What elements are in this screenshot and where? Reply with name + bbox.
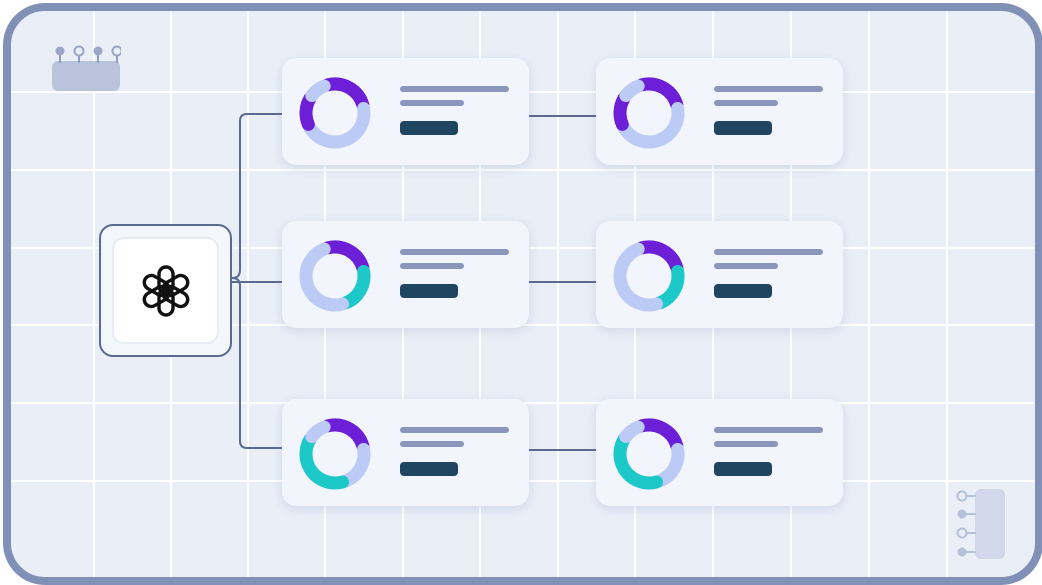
openai-logo-icon [142, 265, 190, 317]
card-status-pill [714, 121, 772, 135]
donut-segment-teal [653, 264, 685, 310]
model-card [282, 221, 529, 328]
hub-icon-tile [114, 239, 217, 342]
donut-segment-lavender [339, 442, 371, 488]
donut-segment-lavender [339, 101, 371, 147]
donut-segment-lavender [653, 101, 685, 147]
donut-segment-lavender [613, 255, 631, 294]
model-card [282, 58, 529, 165]
donut-chart-icon [299, 240, 371, 312]
donut-segment-lavender [305, 79, 331, 103]
model-card [596, 399, 843, 506]
model-card [596, 58, 843, 165]
card-text-line [400, 441, 464, 447]
card-status-pill [400, 284, 458, 298]
donut-chart-icon [613, 77, 685, 149]
connector-panel-icon [956, 489, 1005, 559]
donut-chart-icon [299, 77, 371, 149]
card-status-pill [714, 462, 772, 476]
card-text-line [400, 249, 509, 255]
card-text-line [714, 100, 778, 106]
donut-chart-icon [613, 240, 685, 312]
donut-segment-lavender [303, 284, 350, 312]
donut-segment-lavender [299, 255, 317, 294]
donut-segment-lavender [619, 420, 645, 444]
donut-segment-lavender [305, 420, 331, 444]
model-card [282, 399, 529, 506]
donut-chart-icon [299, 418, 371, 490]
donut-segment-purple [635, 77, 684, 112]
card-text-line [714, 427, 823, 433]
card-text-line [714, 86, 823, 92]
ai-hub-node [99, 224, 232, 357]
donut-segment-purple [635, 240, 684, 275]
card-text-line [714, 263, 778, 269]
donut-segment-lavender [617, 284, 664, 312]
donut-segment-lavender [305, 242, 331, 266]
donut-segment-purple [321, 77, 370, 112]
donut-segment-lavender [619, 79, 645, 103]
donut-segment-purple [635, 418, 684, 453]
donut-chart-icon [613, 418, 685, 490]
donut-segment-purple [613, 92, 631, 131]
donut-segment-teal [303, 462, 350, 490]
card-text-line [714, 249, 823, 255]
card-text-line [714, 441, 778, 447]
card-status-pill [714, 284, 772, 298]
donut-segment-lavender [619, 242, 645, 266]
card-text-line [400, 263, 464, 269]
donut-segment-teal [613, 433, 631, 472]
donut-segment-teal [299, 433, 317, 472]
donut-segment-teal [617, 462, 664, 490]
donut-segment-lavender [653, 442, 685, 488]
donut-segment-purple [321, 240, 370, 275]
card-text-line [400, 427, 509, 433]
card-text-line [400, 86, 509, 92]
card-status-pill [400, 121, 458, 135]
diagram-frame [3, 3, 1042, 585]
chip-decoration-icon [52, 45, 121, 91]
donut-segment-teal [339, 264, 371, 310]
donut-segment-purple [299, 92, 317, 131]
model-card [596, 221, 843, 328]
connectors [220, 113, 597, 451]
connector-hub-r3c1 [231, 277, 283, 449]
donut-segment-lavender [617, 121, 664, 149]
donut-segment-purple [321, 418, 370, 453]
card-text-line [400, 100, 464, 106]
donut-segment-lavender [303, 121, 350, 149]
card-status-pill [400, 462, 458, 476]
